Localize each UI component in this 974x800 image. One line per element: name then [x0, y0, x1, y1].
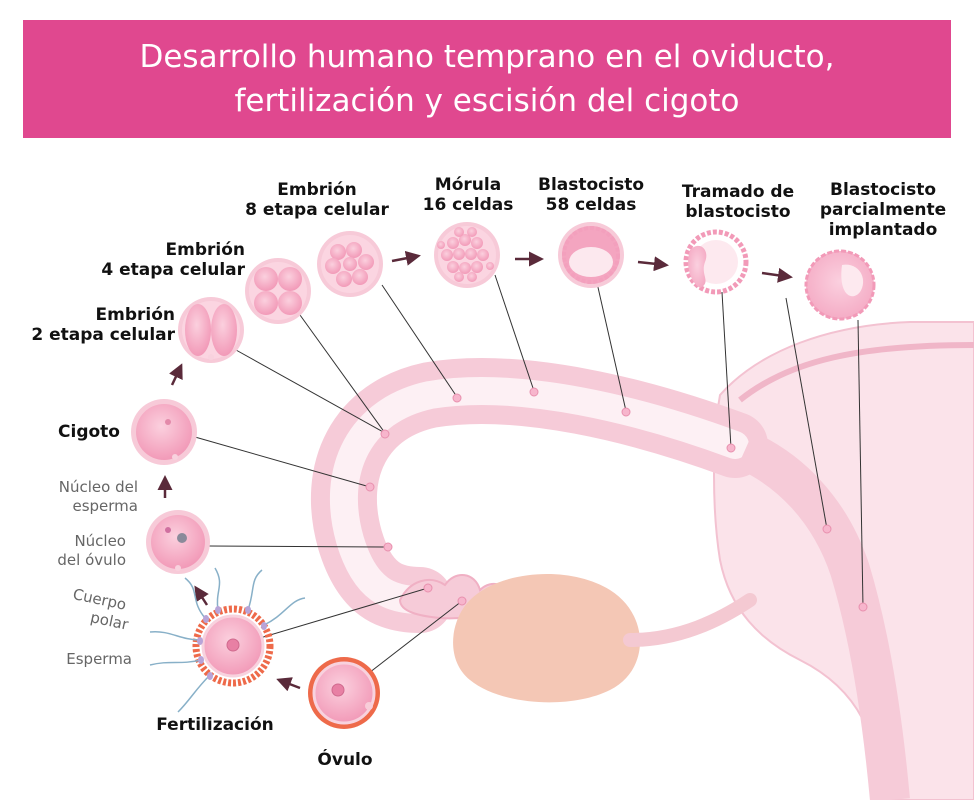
label-morula: Mórula 16 celdas: [422, 175, 514, 215]
implanted-blastocyst: [804, 249, 876, 321]
morula: [434, 222, 500, 288]
label-blastocyst: Blastocisto 58 celdas: [537, 175, 644, 215]
uterine-lining: [736, 431, 910, 800]
ovary: [453, 573, 640, 703]
zygote-cell: [131, 399, 197, 465]
label-sperm-nucleus: Núcleo del esperma: [58, 478, 138, 515]
label-hatching-blastocyst: Tramado de blastocisto: [681, 182, 795, 222]
pronuclear-cell: [146, 510, 210, 574]
title-line-1: Desarrollo humano temprano en el oviduct…: [139, 39, 835, 75]
label-sperm: Esperma: [66, 650, 132, 668]
label-embryo-8: Embrión 8 etapa celular: [245, 180, 389, 220]
ovarian-ligament: [623, 593, 757, 647]
fertilization-cell: [192, 605, 274, 687]
four-cell-embryo: [245, 258, 311, 324]
ovum-cell: [308, 657, 380, 729]
tube-markers: [365, 387, 868, 612]
two-cell-embryo: [178, 297, 244, 363]
label-embryo-4: Embrión 4 etapa celular: [101, 240, 245, 280]
label-embryo-2: Embrión 2 etapa celular: [31, 305, 175, 345]
uterus-wall-outer: [738, 342, 974, 403]
label-ovum-nucleus: Núcleo del óvulo: [57, 532, 126, 569]
title-line-2: fertilización y escisión del cigoto: [234, 83, 740, 119]
hatching-blastocyst: [683, 229, 749, 295]
oviduct-lumen: [329, 377, 749, 614]
sequence-arrows: [157, 250, 793, 692]
title-banner: Desarrollo humano temprano en el oviduct…: [23, 20, 951, 138]
sperm-group: [149, 567, 306, 713]
label-ovum: Óvulo: [317, 750, 373, 770]
connector-lines: [194, 251, 864, 677]
label-implanted-blastocyst: Blastocisto parcialmente implantado: [819, 180, 947, 240]
label-zygote: Cigoto: [58, 422, 120, 442]
blastocyst: [558, 222, 624, 288]
sperm-heads: [197, 606, 267, 680]
label-fertilization: Fertilización: [156, 715, 274, 735]
eight-cell-embryo: [317, 231, 383, 297]
